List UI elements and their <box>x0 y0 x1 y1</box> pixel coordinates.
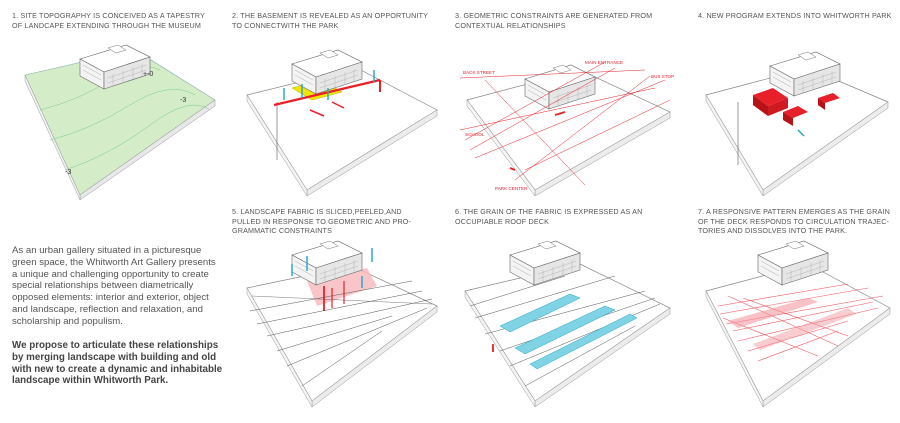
caption-7: 7. A RESPONSIVE PATTERN EMERGES AS THE G… <box>698 207 890 236</box>
caption-3: 3. GEOMETRIC CONSTRAINTS ARE GENERATED F… <box>455 11 653 30</box>
diagram-landscape-fabric <box>246 240 438 408</box>
proposal-paragraph: We propose to articulate these relations… <box>12 340 223 387</box>
label-school: SCHOOL <box>465 132 485 137</box>
diagram-responsive-pattern <box>705 240 891 408</box>
caption-5: 5. LANDSCAPE FABRIC IS SLICED,PEELED,AND… <box>232 207 412 236</box>
basement-edge <box>273 78 381 107</box>
label-park-center: PARK CENTER <box>495 186 528 191</box>
contour-label: +-0 <box>143 71 153 78</box>
deck-strip <box>499 293 581 333</box>
circulation-pattern <box>717 283 884 362</box>
caption-1: 1. SITE TOPOGRAPHY IS CONCEIVED AS A TAP… <box>12 11 205 30</box>
caption-4: 4. NEW PROGRAM EXTENDS INTO WHITWORTH PA… <box>698 11 892 20</box>
diagram-constraints: BACK STREET MAIN ENTRANCE BUS STOP SCHOO… <box>459 60 674 197</box>
caption-6: 6. THE GRAIN OF THE FABRIC IS EXPRESSED … <box>455 207 643 226</box>
intro-paragraph: As an urban gallery situated in a pictur… <box>12 245 216 327</box>
label-back-street: BACK STREET <box>463 70 495 75</box>
diagram-roof-deck <box>464 240 671 408</box>
contour-label: -3 <box>180 97 186 104</box>
diagram-new-program <box>705 51 889 197</box>
diagram-site-topography: +-0 -3 -3 <box>24 44 216 200</box>
caption-2: 2. THE BASEMENT IS REVEALED AS AN OPPORT… <box>232 11 429 30</box>
label-main-entrance: MAIN ENTRANCE <box>585 60 623 65</box>
label-bus-stop: BUS STOP <box>651 74 674 79</box>
contour-label: -3 <box>65 169 71 176</box>
diagram-basement <box>246 49 438 197</box>
